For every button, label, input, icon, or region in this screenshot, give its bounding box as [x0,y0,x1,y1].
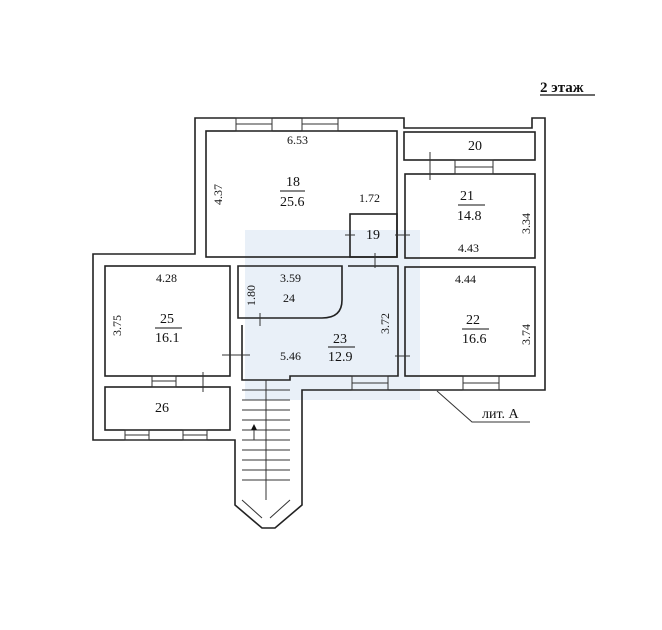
room-22-area: 16.6 [462,332,487,347]
room-18-extra-dim: 1.72 [359,191,380,205]
room-18-area: 25.6 [280,195,305,210]
room-22-number: 22 [466,313,480,328]
room-23 [241,265,399,381]
room-22-width: 4.44 [455,272,476,286]
room-21-number: 21 [460,189,474,204]
room-21-area: 14.8 [457,209,482,224]
room-23-number: 23 [333,332,347,347]
staircase [241,380,291,519]
room-19-number: 19 [366,228,380,243]
room-21-width: 4.43 [458,241,479,255]
doors [202,152,431,392]
room-21-depth: 3.34 [519,213,533,234]
room-18-width: 6.53 [287,133,308,147]
floor-title: 2 этаж [540,80,584,96]
room-18-depth: 4.37 [211,184,225,205]
room-25-width: 4.28 [156,271,177,285]
room-25-number: 25 [160,312,174,327]
room-18-number: 18 [286,175,300,190]
building-leader-line [436,390,530,423]
room-24-depth: 1.80 [244,285,258,306]
room-23-depth: 3.72 [378,313,392,334]
watermark [245,230,420,400]
room-25-depth: 3.75 [110,315,124,336]
room-24-number: 24 [283,291,295,305]
outer-wall [92,117,546,529]
room-24-width: 3.59 [280,271,301,285]
windows [124,117,500,441]
room-23-area: 12.9 [328,350,353,365]
room-24 [237,265,343,319]
building-label: лит. А [482,407,520,422]
room-26-number: 26 [155,401,169,416]
room-23-width: 5.46 [280,349,301,363]
room-20-number: 20 [468,139,482,154]
room-25-area: 16.1 [155,331,180,346]
room-22-depth: 3.74 [519,324,533,345]
